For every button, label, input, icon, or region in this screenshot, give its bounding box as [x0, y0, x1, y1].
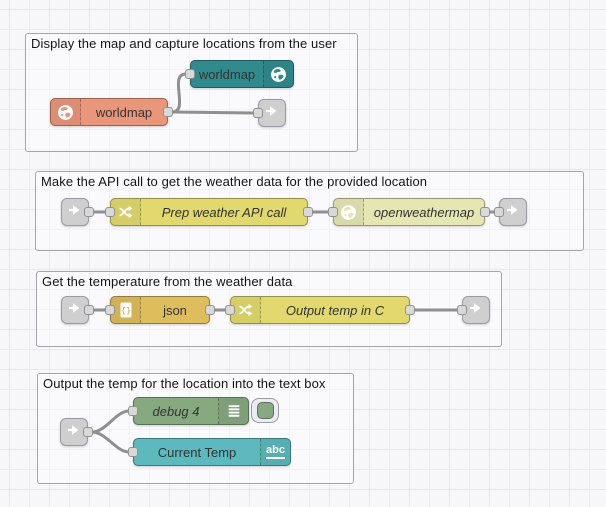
link-icon: [66, 422, 82, 443]
node-label: Prep weather API call: [161, 204, 287, 220]
output-port[interactable]: [303, 207, 313, 217]
node-json[interactable]: {} json: [105, 296, 215, 324]
svg-text:{}: {}: [121, 307, 131, 316]
input-port[interactable]: [494, 207, 504, 217]
link-icon: [67, 300, 83, 321]
node-openweathermap[interactable]: openweathermap: [328, 198, 490, 226]
node-link-in-2[interactable]: [61, 198, 94, 226]
input-port[interactable]: [105, 207, 115, 217]
node-worldmap-display[interactable]: worldmap: [185, 60, 294, 88]
link-icon: [264, 103, 280, 124]
node-debug-4[interactable]: debug 4: [128, 397, 279, 425]
output-port[interactable]: [84, 207, 94, 217]
debug-toggle-state: [256, 402, 274, 419]
group-title: Make the API call to get the weather dat…: [41, 174, 428, 189]
node-link-in-3[interactable]: [61, 296, 94, 324]
node-link-out-1[interactable]: [253, 99, 286, 127]
input-port[interactable]: [457, 305, 467, 315]
node-link-in-4[interactable]: [60, 418, 93, 446]
input-port[interactable]: [105, 305, 115, 315]
node-label: worldmap: [95, 104, 153, 120]
node-label: debug 4: [152, 403, 200, 419]
node-prep-weather-api-call[interactable]: Prep weather API call: [105, 198, 313, 226]
wire-link-in-4-to-current-temp[interactable]: [90, 430, 131, 454]
node-output-temp-in-c[interactable]: Output temp in C: [225, 296, 415, 324]
input-port[interactable]: [328, 207, 338, 217]
output-port[interactable]: [405, 305, 415, 315]
group-title: Output the temp for the location into th…: [43, 376, 326, 391]
node-worldmap-events[interactable]: worldmap: [50, 98, 173, 126]
globe-icon: [334, 199, 364, 225]
node-label: Current Temp: [157, 444, 237, 460]
abc-icon: abc: [260, 439, 290, 465]
group-title: Display the map and capture locations fr…: [31, 36, 337, 51]
globe-icon: [263, 61, 293, 87]
group-g1[interactable]: Display the map and capture locations fr…: [25, 33, 358, 152]
node-current-temp[interactable]: Current Temp abc: [128, 438, 291, 466]
debug-toggle-button[interactable]: [251, 398, 279, 423]
output-port[interactable]: [205, 305, 215, 315]
node-link-out-3[interactable]: [457, 296, 490, 324]
input-port[interactable]: [185, 69, 195, 79]
node-label: worldmap: [198, 66, 256, 82]
wire-worldmap-events-to-link-out-1[interactable]: [170, 110, 256, 115]
group-title: Get the temperature from the weather dat…: [42, 274, 293, 289]
node-label: Output temp in C: [285, 302, 385, 318]
input-port[interactable]: [128, 406, 138, 416]
json-icon: {}: [111, 297, 141, 323]
input-port[interactable]: [225, 305, 235, 315]
input-port[interactable]: [253, 108, 263, 118]
output-port[interactable]: [480, 207, 490, 217]
globe-icon: [51, 99, 81, 125]
group-g4[interactable]: Output the temp for the location into th…: [37, 373, 354, 484]
link-icon: [67, 202, 83, 223]
input-port[interactable]: [128, 447, 138, 457]
node-label: json: [163, 302, 187, 318]
link-icon: [468, 300, 484, 321]
shuffle-icon: [231, 297, 261, 323]
link-icon: [505, 202, 521, 223]
node-label: openweathermap: [373, 204, 475, 220]
output-port[interactable]: [83, 427, 93, 437]
debug-list-icon: [218, 398, 248, 424]
node-link-out-2[interactable]: [494, 198, 527, 226]
shuffle-icon: [111, 199, 141, 225]
output-port[interactable]: [84, 305, 94, 315]
output-port[interactable]: [163, 107, 173, 117]
